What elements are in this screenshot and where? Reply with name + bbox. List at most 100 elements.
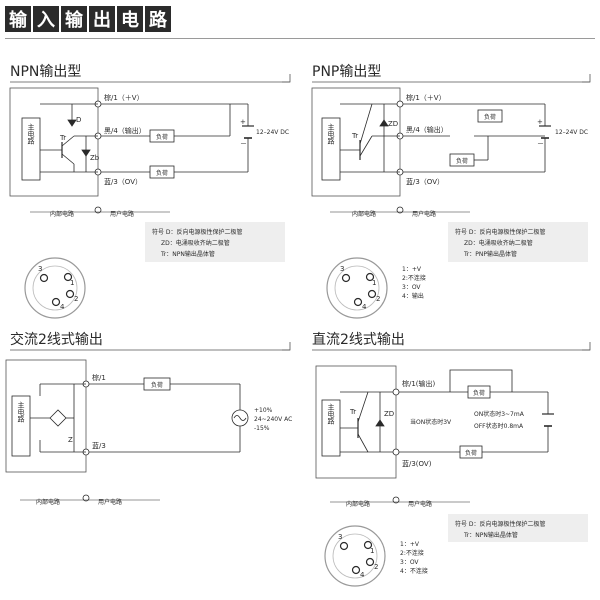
dc2-off-current: OFF状态时0.8mA	[474, 422, 524, 430]
dc2-pinlist-line: 1：+V	[400, 541, 420, 548]
ac-v-range: 24~240V AC	[254, 416, 292, 423]
ac-v-minus: -15%	[254, 425, 270, 432]
npn-load-bottom-label: 负荷	[156, 169, 168, 177]
npn-title: NPN输出型	[10, 64, 81, 80]
ac-diagram: 交流2线式输出 主电路 负荷 棕/1 蓝/3 +10% 24~240V AC -…	[5, 331, 292, 506]
npn-internal-box	[9, 87, 99, 197]
ac-brown-label: 棕/1	[92, 373, 106, 382]
dc2-title: 直流2线式输出	[312, 331, 405, 348]
dc2-legend	[448, 514, 588, 542]
dc2-pin-label: 1	[370, 547, 374, 555]
header-char: 路	[145, 6, 171, 32]
npn-diagram: NPN输出型 主电路 负荷 负荷 棕/1（＋V） 黑/4（输出）	[9, 64, 291, 319]
npn-tr-label: Tr	[59, 134, 66, 142]
pnp-load-bottom-label: 负荷	[456, 157, 468, 165]
npn-internal-label: 内部电路	[50, 210, 74, 218]
header-rule	[5, 38, 595, 39]
pnp-connector-icon: 1 2 3 4	[326, 257, 388, 319]
pnp-minus: －	[537, 140, 544, 148]
npn-legend-line: ZD：电涌吸收齐纳二极管	[161, 239, 230, 247]
pnp-legend-line: 符号 D：反向电源极性保护二极管	[455, 228, 546, 236]
dc2-connector-icon: 1 2 3 4	[324, 525, 386, 587]
dc2-load-top-label: 负荷	[473, 389, 485, 397]
pnp-diagram: PNP输出型 主电路 负荷 负荷 棕/1（＋V） 黑/4（输出）	[311, 64, 591, 319]
dc2-pin-label: 3	[338, 533, 342, 541]
npn-d-label: D	[76, 116, 81, 124]
ac-load	[143, 377, 171, 391]
section-header: 输 入 输 出 电 路	[5, 6, 173, 34]
dc2-user-label: 用户电路	[408, 500, 432, 508]
pnp-load-top	[477, 109, 503, 123]
dc2-pinlist-line: 4：不连接	[400, 567, 428, 575]
ac-v-plus: +10%	[254, 407, 273, 414]
pnp-pinlist-line: 1：+V	[402, 266, 422, 273]
dc2-internal-label: 内部电路	[346, 500, 370, 508]
npn-pin-label: 1	[70, 279, 74, 287]
npn-load-top-label: 负荷	[156, 133, 168, 141]
header-char: 输	[5, 6, 31, 32]
dc2-main-label: 主电路	[327, 403, 335, 426]
npn-brown-label: 棕/1（＋V）	[104, 93, 144, 102]
dc2-diagram: 直流2线式输出 主电路 负荷 负荷 棕/1(输出) 蓝/3(OV) 当ON状态时…	[312, 331, 591, 587]
header-char: 输	[61, 6, 87, 32]
dc2-on-current: ON状态时3~7mA	[474, 410, 525, 418]
pnp-legend	[448, 222, 588, 262]
header-char: 入	[33, 6, 59, 32]
ac-blue-label: 蓝/3	[92, 441, 106, 450]
npn-main-label: 主电路	[27, 123, 35, 146]
ac-bridge-icon	[49, 409, 67, 427]
pnp-user-label: 用户电路	[412, 210, 436, 218]
ac-title: 交流2线式输出	[10, 331, 103, 348]
pnp-legend-line: Tr：PNP输出晶体管	[463, 250, 517, 258]
pnp-main-label: 主电路	[327, 123, 335, 146]
dc2-legend-line: 符号 D：反向电源极性保护二极管	[455, 520, 546, 528]
header-char: 电	[117, 6, 143, 32]
dc2-tr-label: Tr	[349, 408, 356, 416]
dc2-load-right	[459, 445, 483, 459]
npn-pin-label: 3	[38, 265, 42, 273]
pnp-internal-box	[311, 87, 401, 197]
pnp-plus: +	[537, 118, 543, 126]
npn-zener-icon	[81, 149, 91, 157]
pnp-legend-line: ZD：电涌吸收齐纳二极管	[464, 239, 533, 247]
pnp-title: PNP输出型	[312, 64, 381, 80]
pnp-pin-label: 3	[340, 265, 344, 273]
ac-z-label: Z	[68, 436, 73, 444]
npn-legend-line: Tr：NPN输出晶体管	[160, 250, 215, 258]
pnp-pinlist-line: 2:不连接	[402, 274, 426, 282]
pnp-load-bottom	[449, 153, 475, 167]
ac-user-label: 用户电路	[98, 498, 122, 506]
dc2-brown-label: 棕/1(输出)	[402, 379, 436, 388]
dc2-internal-box	[315, 365, 397, 479]
dc2-pin-label: 2	[374, 563, 378, 571]
pnp-load-top-label: 负荷	[484, 113, 496, 121]
npn-main-circuit	[21, 117, 41, 181]
npn-black-label: 黑/4（输出）	[104, 126, 146, 135]
npn-plus: +	[240, 118, 246, 126]
pnp-pinlist-line: 3：OV	[402, 284, 421, 291]
dc2-load-top	[467, 385, 491, 399]
ac-main-label: 主电路	[17, 401, 25, 424]
npn-connector-icon: 1 2 3 4	[24, 257, 86, 319]
dc2-zd-label: ZD	[384, 410, 394, 418]
npn-user-label: 用户电路	[110, 210, 134, 218]
pnp-supply: 12–24V DC	[555, 129, 588, 136]
ac-load-label: 负荷	[151, 381, 163, 389]
npn-supply: 12–24V DC	[256, 129, 289, 136]
pnp-pin-label: 1	[372, 279, 376, 287]
dc2-pinlist-line: 2:不连接	[400, 549, 424, 557]
npn-blue-label: 蓝/3（OV）	[104, 177, 142, 186]
pnp-pinlist-line: 4：输出	[402, 292, 424, 300]
dc2-pinlist-line: 3：OV	[400, 559, 419, 566]
header-char: 出	[89, 6, 115, 32]
ac-internal-box	[5, 359, 87, 473]
pnp-pin-label: 4	[362, 303, 367, 311]
npn-pin-label: 2	[74, 295, 78, 303]
dc2-pin-label: 4	[360, 571, 365, 579]
pnp-tr-label: Tr	[351, 132, 358, 140]
pnp-zd-label: ZD	[388, 120, 398, 128]
npn-legend	[145, 222, 285, 262]
pnp-black-label: 黑/4（输出）	[406, 125, 448, 134]
pnp-brown-label: 棕/1（＋V）	[406, 93, 446, 102]
